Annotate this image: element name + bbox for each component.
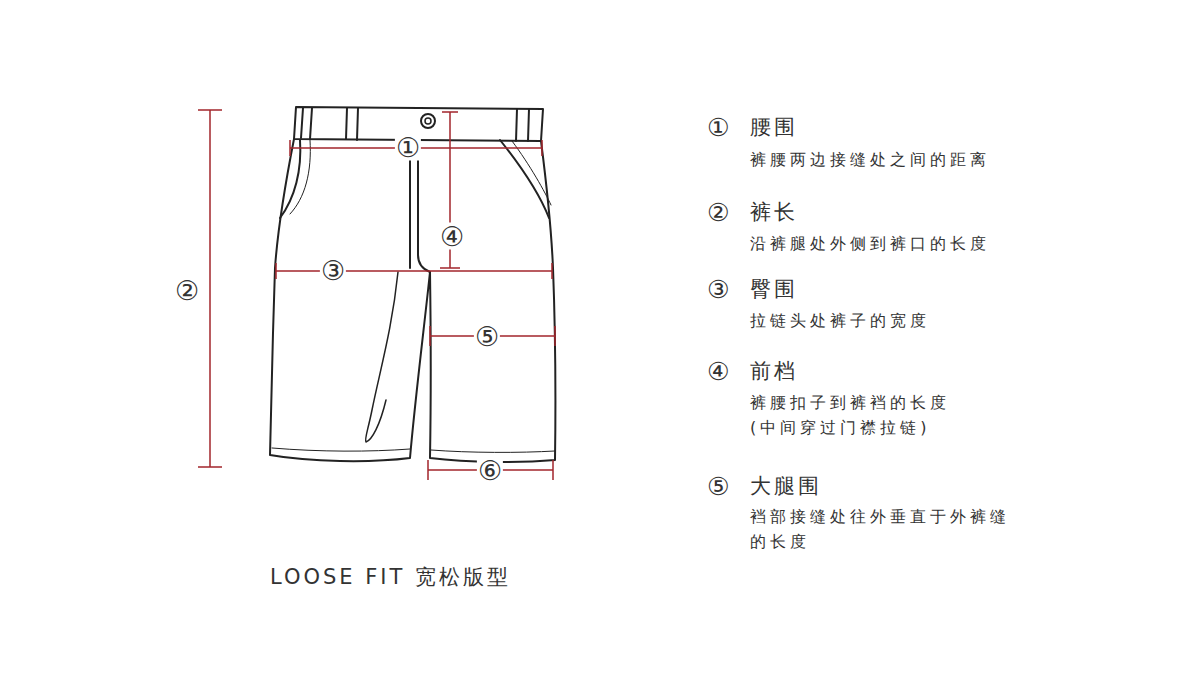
belt-loop bbox=[516, 109, 529, 141]
measure-name: 腰围 bbox=[750, 117, 798, 138]
legend-number: ③ bbox=[707, 277, 729, 302]
fabric-crease bbox=[365, 272, 398, 442]
dimension-lines bbox=[198, 110, 555, 480]
button bbox=[421, 114, 435, 128]
left-pocket-stitch bbox=[290, 140, 310, 214]
legend-number: ⑤ bbox=[707, 474, 729, 499]
hem-stitch bbox=[272, 448, 410, 451]
legend-number: ④ bbox=[707, 359, 729, 384]
shorts-outline bbox=[270, 107, 555, 462]
right-pocket-stitch bbox=[512, 141, 551, 205]
legend-number: ② bbox=[707, 200, 729, 225]
callout-number: ④ bbox=[439, 223, 465, 250]
measure-name: 大腿围 bbox=[750, 476, 822, 497]
belt-loop bbox=[301, 108, 312, 139]
callout-number: ② bbox=[174, 277, 200, 304]
callout-number: ⑤ bbox=[474, 323, 500, 350]
measure-description: 裆部接缝处往外垂直于外裤缝的长度 bbox=[750, 504, 1012, 554]
callout-number: ① bbox=[395, 134, 421, 161]
hip-dimension bbox=[276, 263, 552, 279]
shorts-body bbox=[270, 139, 555, 462]
measure-description: 裤腰扣子到裤裆的长度 (中间穿过门襟拉链) bbox=[750, 390, 972, 440]
button-hole bbox=[425, 118, 431, 124]
legend-number: ① bbox=[707, 115, 729, 140]
measure-name: 前档 bbox=[750, 361, 798, 382]
measure-name: 裤长 bbox=[750, 202, 798, 223]
fly-stitch bbox=[418, 141, 430, 272]
measure-description: 拉链头处裤子的宽度 bbox=[750, 308, 1040, 333]
measure-name: 臀围 bbox=[750, 279, 798, 300]
measure-description: 沿裤腿处外侧到裤口的长度 bbox=[750, 231, 1040, 256]
hem-stitch bbox=[431, 450, 555, 452]
callout-number: ③ bbox=[320, 257, 346, 284]
caption: LOOSE FIT 宽松版型 bbox=[270, 567, 511, 588]
measure-description: 裤腰两边接缝处之间的距离 bbox=[750, 147, 1040, 172]
length-dimension bbox=[198, 110, 222, 467]
belt-loop bbox=[346, 108, 358, 140]
callout-number: ⑥ bbox=[477, 457, 503, 484]
